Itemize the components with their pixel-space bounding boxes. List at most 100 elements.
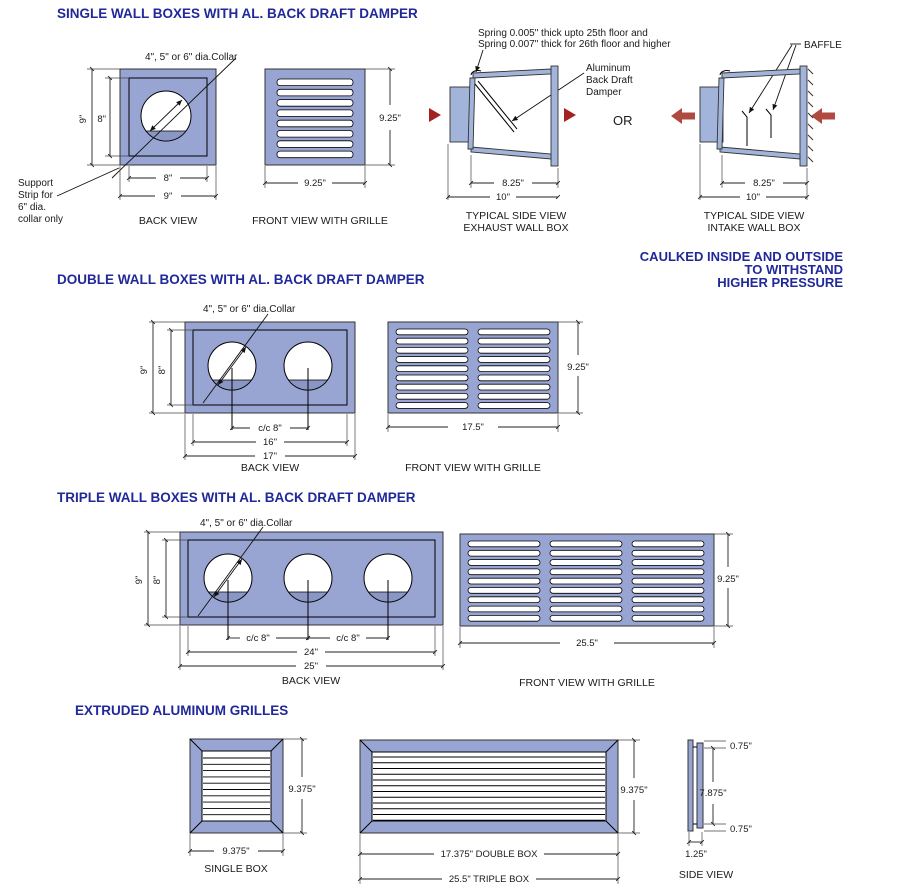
support-leader bbox=[56, 167, 120, 197]
airflow-arrow-left-icon bbox=[811, 108, 835, 124]
double-front-view: 9.25" 17.5" FRONT VIEW WITH GRILLE bbox=[385, 319, 589, 474]
collar-support-strip bbox=[145, 130, 187, 142]
dim-label: 25" bbox=[304, 661, 318, 672]
dim-label: 9.25" bbox=[379, 113, 401, 124]
dim-label: 9.25" bbox=[717, 574, 739, 585]
collar-label: 4", 5" or 6" dia.Collar bbox=[203, 304, 296, 315]
view-caption: EXHAUST WALL BOX bbox=[463, 222, 568, 234]
airflow-arrow-right-icon bbox=[429, 108, 441, 122]
or-label: OR bbox=[613, 113, 633, 128]
section-single: SINGLE WALL BOXES WITH AL. BACK DRAFT DA… bbox=[18, 6, 843, 290]
triple-front-view: 9.25" 25.5" FRONT VIEW WITH GRILLE bbox=[457, 531, 739, 689]
flange bbox=[550, 65, 559, 167]
airflow-arrow-left-icon bbox=[671, 108, 695, 124]
grille-side-view: 0.75" 7.875" 0.75" 1.25" SIDE VIEW bbox=[679, 739, 752, 881]
collar-diameter-arrow bbox=[217, 346, 247, 386]
dim-label: 9" bbox=[164, 191, 173, 202]
dim-label: 9.375" bbox=[620, 785, 647, 796]
baffle-label: BAFFLE bbox=[804, 40, 842, 51]
dim-label: 1.25" bbox=[685, 849, 707, 860]
spring-curl bbox=[470, 70, 482, 76]
svg-text:Strip for: Strip for bbox=[18, 190, 54, 201]
dim-label: 17" bbox=[263, 451, 277, 462]
spring-note: Spring 0.007" thick for 26th floor and h… bbox=[478, 39, 671, 50]
baffle-blade bbox=[741, 110, 748, 146]
view-caption: TYPICAL SIDE VIEW bbox=[466, 210, 567, 222]
dim-label: 9.25" bbox=[567, 362, 589, 373]
dim-label: 0.75" bbox=[730, 741, 752, 752]
intake-side-view: BAFFLE 8.25" 10" TYPICAL SIDE VIEW INTAK… bbox=[671, 40, 842, 234]
flange bbox=[799, 65, 808, 167]
view-caption: BACK VIEW bbox=[241, 462, 299, 474]
baffle-blade bbox=[765, 108, 772, 138]
damper-blade bbox=[474, 83, 515, 133]
collar-diameter-arrow bbox=[149, 99, 183, 132]
double-back-view: 9" 8" c/c 8" 16" 17" BACK VIEW bbox=[139, 313, 358, 474]
svg-text:6" dia.: 6" dia. bbox=[18, 202, 46, 213]
dim-label: c/c 8" bbox=[336, 633, 359, 644]
grille-single-box: 9.375" 9.375" SINGLE BOX bbox=[187, 736, 316, 875]
dim-label: 0.75" bbox=[730, 824, 752, 835]
view-caption: INTAKE WALL BOX bbox=[708, 222, 801, 234]
grille-blades bbox=[373, 756, 605, 821]
view-caption: FRONT VIEW WITH GRILLE bbox=[519, 677, 655, 689]
dim-label: 8" bbox=[164, 173, 173, 184]
view-caption: BACK VIEW bbox=[282, 675, 340, 687]
spring-curl bbox=[719, 70, 731, 76]
dim-label: 9.375" bbox=[288, 784, 315, 795]
dim-label: 25.5" TRIPLE BOX bbox=[449, 874, 530, 885]
damper-label: Damper bbox=[586, 87, 622, 98]
dim-label: 10" bbox=[496, 192, 510, 203]
section-title: EXTRUDED ALUMINUM GRILLES bbox=[75, 703, 288, 718]
section-double: DOUBLE WALL BOXES WITH AL. BACK DRAFT DA… bbox=[57, 272, 589, 474]
grille-blades bbox=[203, 757, 270, 816]
damper-label: Back Draft bbox=[586, 75, 633, 86]
grille-multi-box: 9.375" 17.375" DOUBLE BOX 25.5" TRIPLE B… bbox=[357, 737, 648, 885]
svg-text:TO WITHSTAND: TO WITHSTAND bbox=[745, 262, 843, 277]
dim-label: 8.25" bbox=[502, 178, 524, 189]
svg-text:collar only: collar only bbox=[18, 214, 63, 225]
view-caption: SIDE VIEW bbox=[679, 869, 733, 881]
dim-label: 10" bbox=[746, 192, 760, 203]
section-title: TRIPLE WALL BOXES WITH AL. BACK DRAFT DA… bbox=[57, 490, 416, 505]
airflow-arrow-right-icon bbox=[564, 108, 576, 122]
single-front-view: 9.25" 9.25" FRONT VIEW WITH GRILLE bbox=[252, 66, 401, 227]
view-caption: SINGLE BOX bbox=[204, 863, 268, 875]
svg-text:Support: Support bbox=[18, 178, 53, 189]
svg-text:CAULKED INSIDE AND OUTSIDE: CAULKED INSIDE AND OUTSIDE bbox=[640, 249, 844, 264]
collar-diameter-arrow bbox=[213, 558, 243, 598]
dim-label: 9" bbox=[78, 115, 89, 124]
dim-label: 8" bbox=[157, 366, 168, 375]
spring-note: Spring 0.005" thick upto 25th floor and bbox=[478, 28, 648, 39]
view-caption: BACK VIEW bbox=[139, 215, 197, 227]
triple-back-view: 9" 8" c/c 8" c/c 8" 24" 25" BACK VIEW bbox=[134, 526, 446, 687]
dim-label: 16" bbox=[263, 437, 277, 448]
dim-label: 25.5" bbox=[576, 638, 598, 649]
dim-label: 8" bbox=[97, 114, 106, 125]
section-title: SINGLE WALL BOXES WITH AL. BACK DRAFT DA… bbox=[57, 6, 418, 21]
section-triple: TRIPLE WALL BOXES WITH AL. BACK DRAFT DA… bbox=[57, 490, 739, 689]
section-grilles: EXTRUDED ALUMINUM GRILLES 9.375" 9.375" … bbox=[75, 703, 752, 885]
grille-louvers bbox=[467, 540, 705, 622]
dim-label: c/c 8" bbox=[246, 633, 269, 644]
support-note: Support Strip for 6" dia. collar only bbox=[18, 178, 63, 225]
dim-label: 9" bbox=[134, 576, 145, 585]
dim-label: 9" bbox=[139, 366, 150, 375]
dim-label: 9.375" bbox=[222, 846, 249, 857]
exhaust-side-view: Spring 0.005" thick upto 25th floor and … bbox=[429, 28, 671, 234]
dim-label: c/c 8" bbox=[258, 423, 281, 434]
grille-hatch bbox=[807, 68, 814, 163]
collar-label: 4", 5" or 6" dia.Collar bbox=[200, 518, 293, 529]
dim-label: 9.25" bbox=[304, 178, 326, 189]
dim-label: 8" bbox=[152, 576, 163, 585]
dim-label: 24" bbox=[304, 647, 318, 658]
view-caption: TYPICAL SIDE VIEW bbox=[704, 210, 805, 222]
dim-label: 8.25" bbox=[753, 178, 775, 189]
view-caption: FRONT VIEW WITH GRILLE bbox=[252, 215, 388, 227]
dim-label: 17.5" bbox=[462, 422, 484, 433]
svg-text:HIGHER PRESSURE: HIGHER PRESSURE bbox=[717, 275, 843, 290]
dim-label: 17.375" DOUBLE BOX bbox=[441, 849, 539, 860]
grille-louvers bbox=[276, 78, 354, 159]
